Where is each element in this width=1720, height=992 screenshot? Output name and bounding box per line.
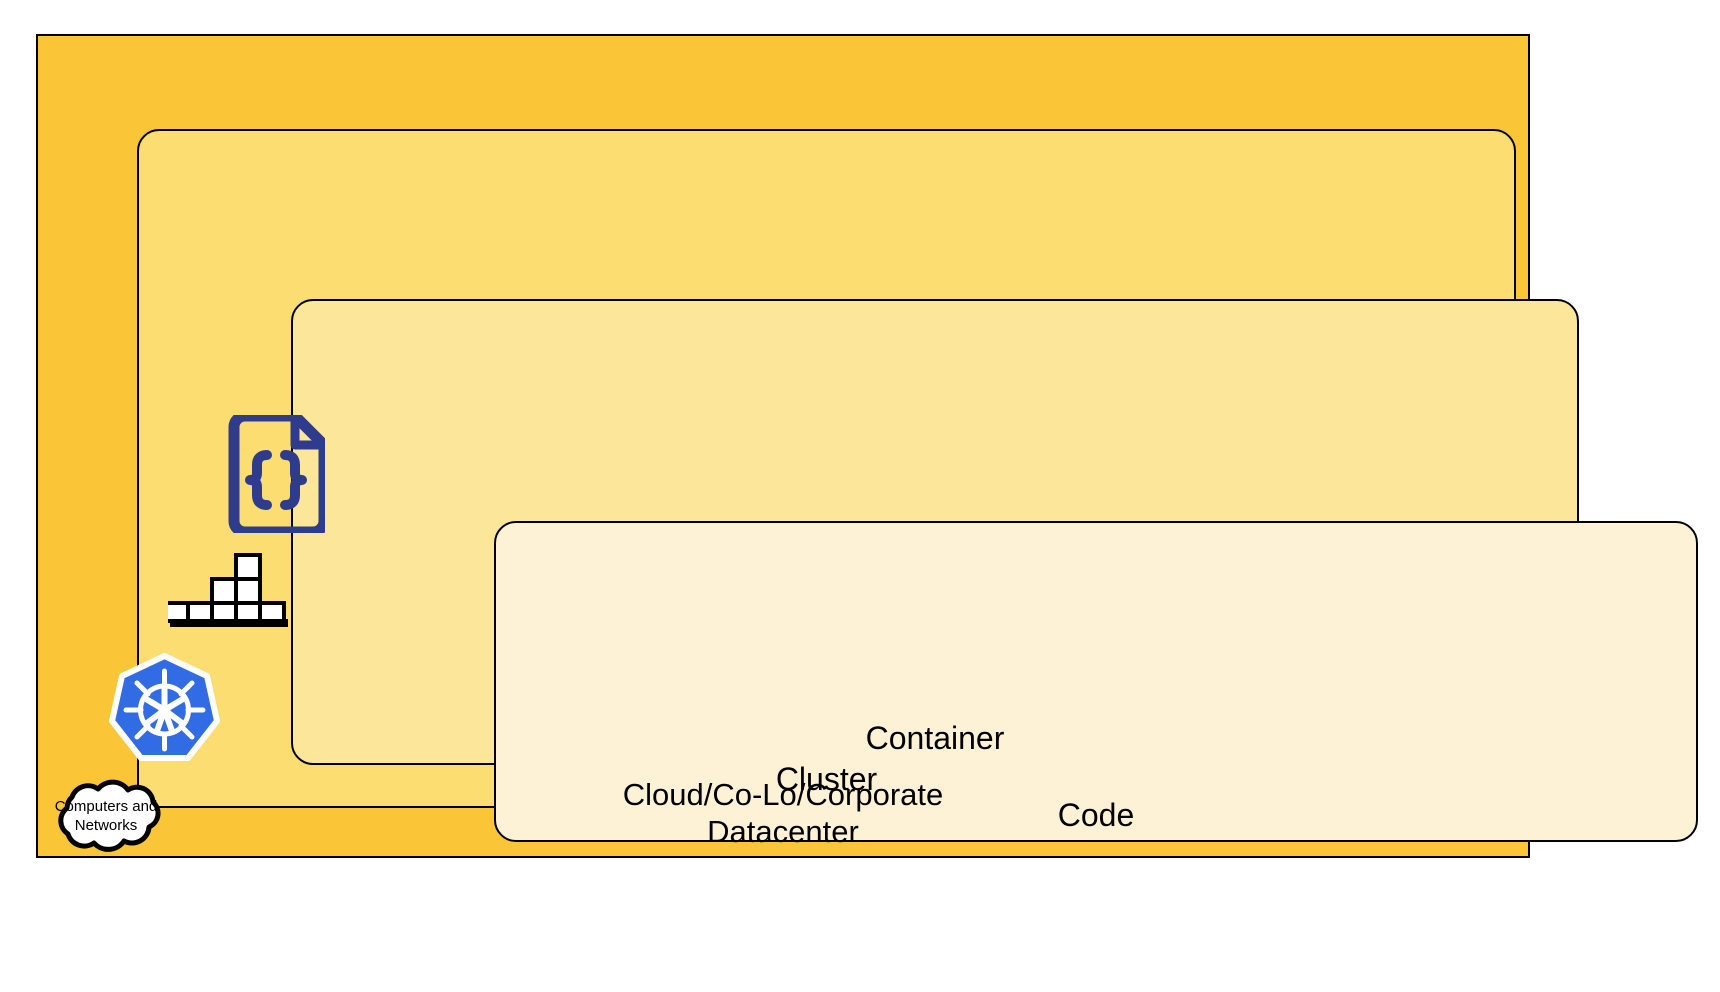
stacked-boxes-icon xyxy=(162,553,290,627)
layer-label-datacenter: Cloud/Co-Lo/Corporate Datacenter xyxy=(622,777,944,849)
layer-cluster[interactable]: Code Container Cluster xyxy=(137,129,1698,842)
layer-label-container: Container xyxy=(865,720,1005,756)
layer-label-cluster: Cluster xyxy=(775,761,878,797)
kubernetes-helm-icon xyxy=(108,653,221,766)
layer-container[interactable]: Code Container xyxy=(291,299,1698,842)
layer-code[interactable]: Code xyxy=(494,521,1698,842)
layer-label-code: Code xyxy=(1057,797,1135,833)
layer-datacenter[interactable]: Code Container Cluster Cloud/Co-Lo/Corpo… xyxy=(36,34,1698,858)
json-file-icon xyxy=(223,410,330,538)
cloud-icon[interactable]: Computers and Networks xyxy=(36,775,176,863)
